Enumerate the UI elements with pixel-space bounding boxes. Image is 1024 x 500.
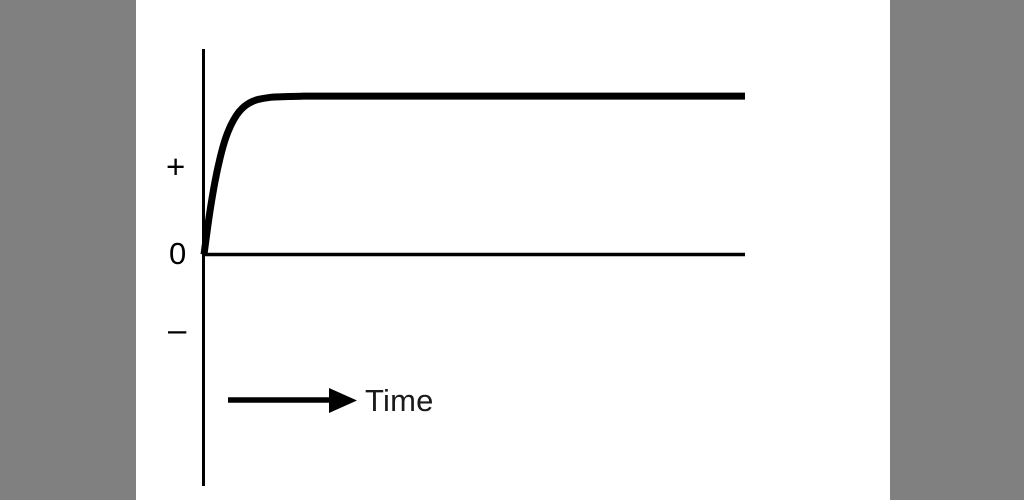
x-axis-label-time: Time xyxy=(365,383,434,418)
y-tick-label-positive: + xyxy=(166,148,186,185)
y-tick-label-zero: 0 xyxy=(169,236,187,271)
chart-plot-svg xyxy=(200,49,745,486)
time-arrow-icon xyxy=(228,388,357,413)
right-gray-band xyxy=(890,0,1024,500)
left-gray-band xyxy=(0,0,136,500)
response-curve xyxy=(200,92,745,255)
y-tick-label-negative: – xyxy=(168,311,187,348)
chart-canvas: + 0 – Time xyxy=(136,0,890,500)
